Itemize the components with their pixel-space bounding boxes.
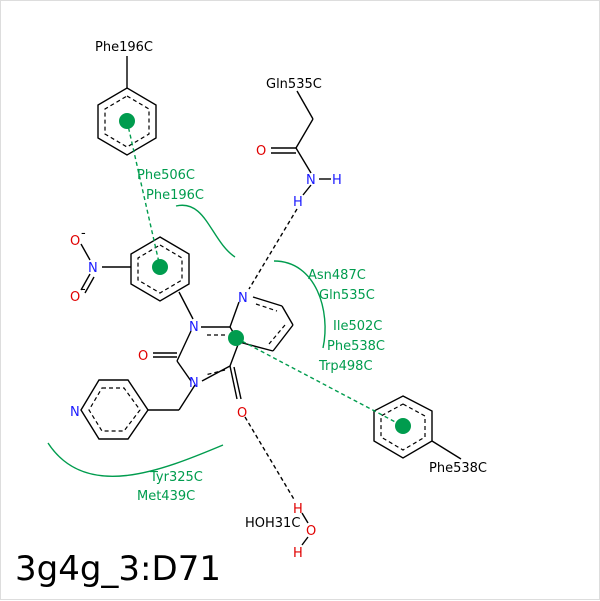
- centroid-core: [228, 330, 244, 346]
- contact-label-phe538: Phe538C: [327, 339, 385, 354]
- core-carbonyl-o-left: O: [138, 349, 148, 364]
- phe196-top-label: Phe196C: [95, 40, 153, 55]
- ligand-id-title: 3g4g_3:D71: [15, 549, 221, 589]
- nitro-o-top: O: [70, 234, 80, 249]
- gln535-carbonyl-o: O: [256, 144, 266, 159]
- bicyclic-core: [148, 296, 294, 411]
- water-h-top: H: [293, 502, 303, 517]
- nitro-o-bottom: O: [70, 290, 80, 305]
- contact-label-asn487: Asn487C: [308, 268, 366, 283]
- pyridyl-ring: [80, 379, 149, 440]
- nitro-n: N: [88, 261, 98, 276]
- water-h-bottom: H: [293, 546, 303, 561]
- contact-label-trp498: Trp498C: [318, 359, 373, 374]
- centroid-nitrophenyl: [152, 259, 168, 275]
- water-o: O: [306, 524, 316, 539]
- gln535-amide-h: H: [332, 173, 342, 188]
- phe196-ring: [97, 56, 157, 156]
- contact-arc-tyr325: [47, 442, 224, 477]
- centroid-phe196: [119, 113, 135, 129]
- gln535-top-label: Gln535C: [266, 77, 322, 92]
- core-n2: N: [189, 376, 199, 391]
- nitro-o-bottom-charge: -: [81, 282, 86, 297]
- pi-stack-phe196: [126, 120, 161, 268]
- nitrophenyl-ring: [80, 236, 194, 320]
- phe538-ring: [373, 395, 462, 460]
- contact-label-gln535: Gln535C: [319, 288, 375, 303]
- core-carbonyl-o-bottom: O: [237, 406, 247, 421]
- water-molecule: [301, 512, 309, 546]
- hbond-gln535: [248, 208, 298, 290]
- contact-label-phe506: Phe506C: [137, 168, 195, 183]
- gln535-amide-h2: H: [293, 195, 303, 210]
- centroid-phe538: [395, 418, 411, 434]
- hoh31-label: HOH31C: [245, 516, 300, 531]
- gln535-sidechain: [271, 90, 331, 196]
- nitro-o-top-charge: -: [81, 226, 86, 241]
- contact-label-phe196: Phe196C: [146, 188, 204, 203]
- core-n1: N: [189, 320, 199, 335]
- contact-arc-phe506: [175, 204, 236, 258]
- pi-stack-phe538: [235, 337, 404, 427]
- phe538-right-label: Phe538C: [429, 461, 487, 476]
- contact-label-met439: Met439C: [137, 489, 195, 504]
- hbond-water: [244, 416, 296, 502]
- contact-arc-asn487: [273, 260, 326, 349]
- contact-label-ile502: Ile502C: [333, 319, 382, 334]
- pyridine-n: N: [238, 291, 248, 306]
- contact-label-tyr325: Tyr325C: [149, 470, 203, 485]
- gln535-amide-n: N: [306, 173, 316, 188]
- pyridyl-n: N: [70, 405, 80, 420]
